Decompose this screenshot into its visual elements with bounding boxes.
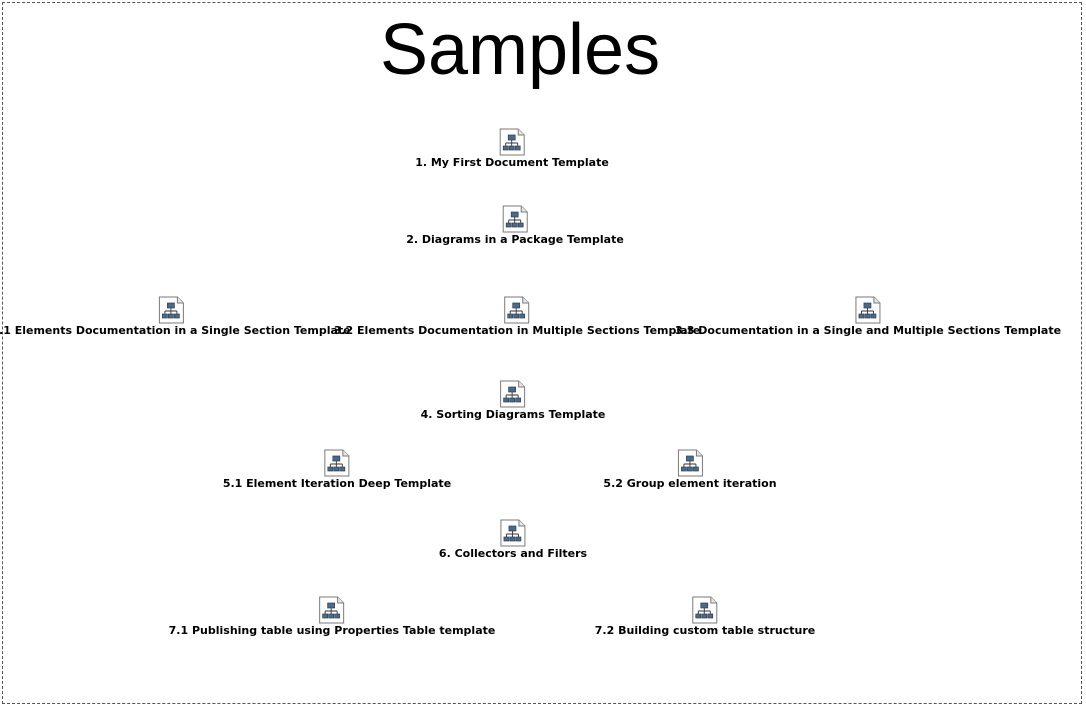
diagram-document-icon [324,449,350,477]
diagram-document-icon [692,596,718,624]
diagram-document-icon [855,296,881,324]
shape-my-first-document-template[interactable]: 1. My First Document Template [415,128,609,170]
shape-label: 7.1 Publishing table using Properties Ta… [168,624,496,637]
shape-label: 5.2 Group element iteration [603,477,777,490]
shape-building-custom-table-structure[interactable]: 7.2 Building custom table structure [595,596,815,638]
shape-label: 2. Diagrams in a Package Template [406,233,624,246]
diagram-document-icon [319,596,345,624]
shape-collectors-and-filters[interactable]: 6. Collectors and Filters [439,519,587,561]
diagram-document-icon [500,380,526,408]
shape-diagrams-in-a-package-template[interactable]: 2. Diagrams in a Package Template [406,205,624,247]
shape-elements-doc-multiple-sections[interactable]: 3.2 Elements Documentation in Multiple S… [333,296,701,338]
shape-label: 4. Sorting Diagrams Template [420,408,606,421]
diagram-document-icon [504,296,530,324]
shape-label: 5.1 Element Iteration Deep Template [222,477,452,490]
shape-doc-single-and-multiple-sections[interactable]: 3.3 Documentation in a Single and Multip… [675,296,1061,338]
shape-element-iteration-deep-template[interactable]: 5.1 Element Iteration Deep Template [223,449,451,491]
shape-label: 6. Collectors and Filters [438,547,588,560]
diagram-document-icon [158,296,184,324]
shape-publishing-table-properties[interactable]: 7.1 Publishing table using Properties Ta… [168,596,496,638]
diagram-document-icon [500,519,526,547]
shape-label: 1. My First Document Template [415,156,609,169]
diagram-document-icon [499,128,525,156]
shape-elements-doc-single-section[interactable]: 3.1 Elements Documentation in a Single S… [0,296,351,338]
shape-sorting-diagrams-template[interactable]: 4. Sorting Diagrams Template [420,380,606,422]
shape-label: 3.3 Documentation in a Single and Multip… [674,324,1062,337]
shape-label: 3.1 Elements Documentation in a Single S… [0,324,351,337]
diagram-title: Samples [379,10,661,90]
diagram-document-icon [502,205,528,233]
shape-group-element-iteration[interactable]: 5.2 Group element iteration [603,449,777,491]
shape-label: 3.2 Elements Documentation in Multiple S… [333,324,701,337]
diagram-document-icon [677,449,703,477]
shape-label: 7.2 Building custom table structure [594,624,816,637]
